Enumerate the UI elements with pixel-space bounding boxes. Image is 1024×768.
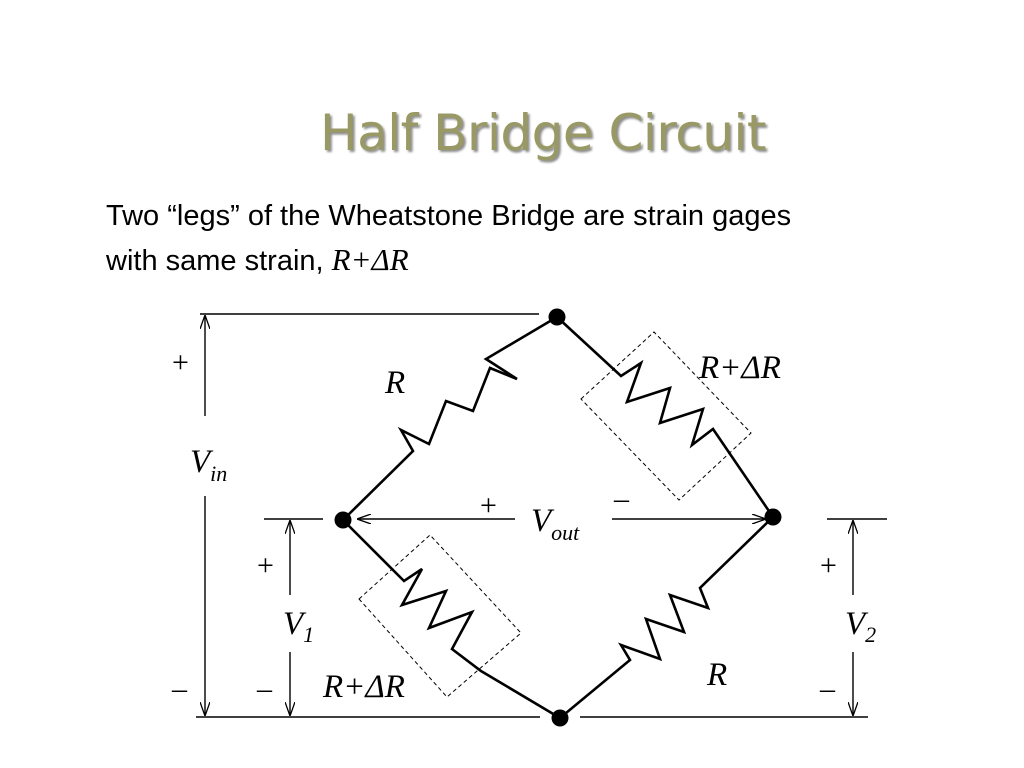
v1-plus: + [257,549,274,582]
v1-sub: 1 [303,622,314,647]
vin-label: Vin [190,444,227,486]
body-line-2-math: R+ΔR [331,242,409,277]
node-right [764,508,782,526]
node-left [334,511,352,529]
resistor-bottom-right [559,516,774,720]
body-text: Two “legs” of the Wheatstone Bridge are … [106,194,986,283]
slide-title: Half Bridge Circuit [320,104,766,162]
body-line-1: Two “legs” of the Wheatstone Bridge are … [106,200,792,232]
vout-sub: out [551,520,580,545]
v2-label: V2 [845,606,876,647]
label-resistor-top-right: R+ΔR [698,350,781,386]
vin-sub: in [210,461,227,486]
v2-sub: 2 [865,622,876,647]
vout-minus: – [613,482,630,515]
gage-box-bottom-left [358,534,522,698]
gage-box-top-right [580,331,752,501]
vin-plus: + [172,346,189,379]
v1-label: V1 [283,606,314,647]
resistor-top-left [342,315,558,521]
label-resistor-top-left: R [384,365,405,401]
body-line-2-text: with same strain, [106,245,332,277]
v2-plus: + [820,549,837,582]
bridge-nodes [334,308,782,727]
bridge-wires [342,315,775,720]
label-resistor-bottom-left: R+ΔR [322,669,405,705]
v1-minus: – [256,672,273,705]
vin-main: V [190,444,214,480]
vin-minus: – [171,672,188,705]
reference-lines [196,313,887,718]
node-bottom [551,709,569,727]
vout-main: V [531,503,555,539]
vout-label: Vout [531,503,580,545]
label-resistor-bottom-right: R [706,657,727,693]
v1-main: V [283,606,307,642]
resistor-top-right [556,316,775,518]
v2-minus: – [819,672,836,705]
body-line-2: with same strain, R+ΔR [106,238,986,283]
node-top [548,308,566,326]
resistor-bottom-left [342,519,561,720]
strain-gage-boxes [358,331,752,698]
vout-plus: + [480,489,497,522]
dimension-arrows [205,316,853,715]
v2-main: V [845,606,869,642]
